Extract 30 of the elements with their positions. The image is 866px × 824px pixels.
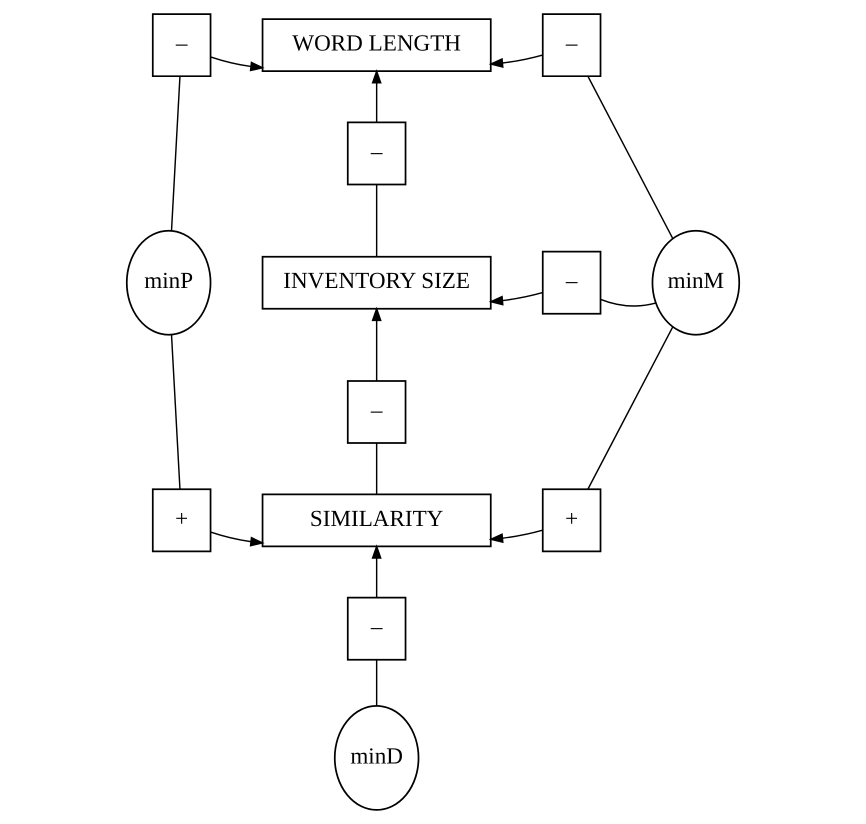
arrow [372,306,382,381]
arrow [210,531,265,547]
node-box: – [152,13,212,78]
node-box: – [346,596,406,661]
connector [376,184,378,256]
connector [170,76,181,231]
node-box: + [542,488,602,552]
node-ellipse: minM [652,230,740,336]
node-box: – [346,380,406,444]
node-box: INVENTORY SIZE [262,256,492,310]
node-box: WORD LENGTH [262,18,492,72]
connector [587,326,674,490]
arrow [488,292,543,306]
node-box: – [542,250,602,315]
connector [170,334,181,490]
connector [600,298,656,307]
node-box: + [152,488,212,552]
node-ellipse: minD [334,705,420,811]
node-box: – [542,13,602,78]
node-ellipse: minP [126,230,212,336]
arrow [372,69,382,122]
arrow [210,56,265,72]
arrow [488,530,543,544]
arrow [488,54,543,68]
node-box: SIMILARITY [262,493,492,548]
connector [588,76,674,239]
connector [376,443,378,494]
node-box: – [346,122,406,186]
arrow [372,544,382,598]
connector [376,660,378,706]
